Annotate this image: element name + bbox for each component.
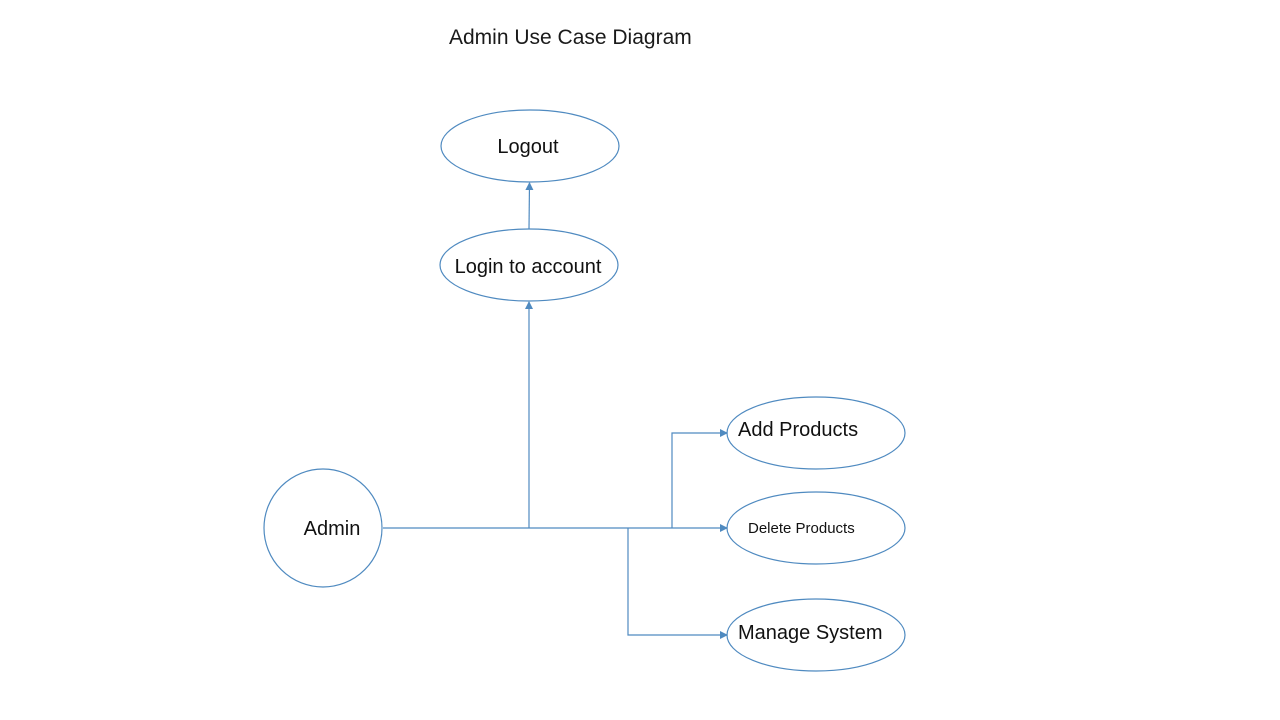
actor-admin[interactable]: Admin [263,468,383,588]
diagram-title: Admin Use Case Diagram [449,26,692,49]
use-case-add-products[interactable]: Add Products [726,396,906,470]
use-case-manage-system[interactable]: Manage System [726,598,906,672]
use-case-logout-ellipse [440,109,620,183]
connector-login-to-logout [525,182,534,230]
use-case-logout-label: Logout [497,136,559,158]
actor-admin-circle [263,468,383,588]
use-case-delete-products-label: Delete Products [748,520,855,537]
actor-admin-label: Admin [304,518,361,540]
use-case-logout[interactable]: Logout [440,109,620,183]
use-case-manage-system-label: Manage System [738,622,883,644]
connector-admin-to-add-products [671,429,728,528]
use-case-delete-products[interactable]: Delete Products [726,491,906,565]
use-case-login[interactable]: Login to account [439,228,619,302]
use-case-login-label: Login to account [455,256,602,278]
connector-admin-to-manage-system [627,528,728,639]
use-case-add-products-label: Add Products [738,419,858,441]
